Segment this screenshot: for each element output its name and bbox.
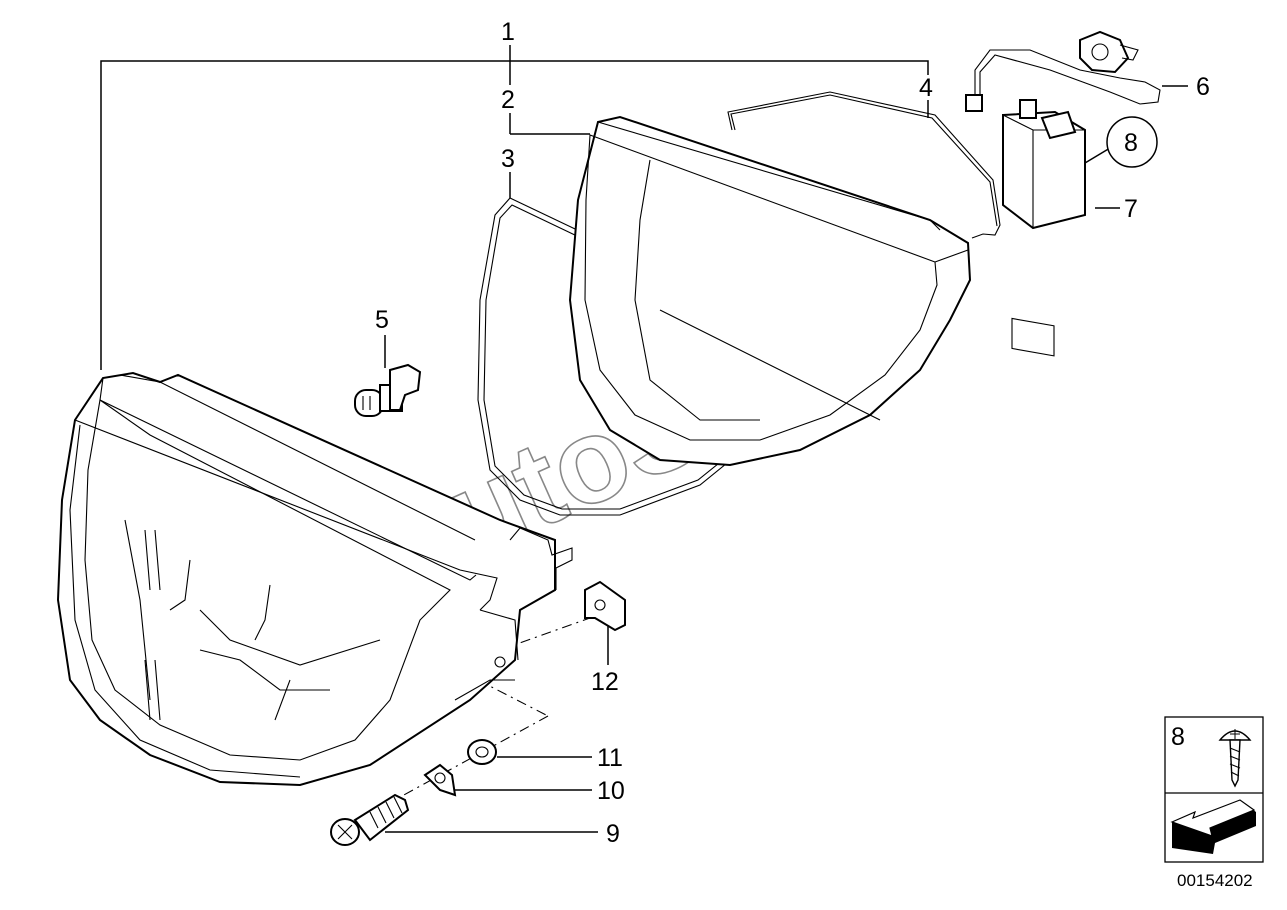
leader-lines [100,45,1188,833]
legend-box: 8 [1164,716,1264,863]
callout-labels: 1 2 3 4 5 6 7 8 9 10 11 12 [375,18,1210,848]
legend-number: 8 [1171,723,1185,751]
callout-6: 6 [1196,73,1210,101]
callout-11: 11 [597,744,623,772]
direction-arrow-icon [1170,799,1256,854]
callout-9: 9 [606,820,620,848]
callout-2: 2 [501,86,515,114]
headlight-housing [56,371,573,787]
axis-11 [477,679,549,717]
trim-strip [727,91,1001,239]
reference-number: 00154202 [1177,871,1253,890]
callout-7: 7 [1124,195,1138,223]
callout-4: 4 [919,74,933,102]
clip [584,580,626,632]
cable-holder [423,763,457,797]
callout-8-circle [1106,116,1158,168]
lens [568,115,972,467]
leader-8 [1084,147,1111,164]
callout-12: 12 [591,668,619,696]
callout-8: 8 [1124,129,1138,157]
leader-1-bracket [100,60,929,370]
callout-5: 5 [375,306,389,334]
callout-10: 10 [597,777,625,805]
bulb-socket-cable [965,30,1161,112]
callout-3: 3 [501,145,515,173]
bulb [354,363,422,417]
control-unit [1002,99,1086,357]
callout-1: 1 [501,18,515,46]
screw [330,793,410,846]
washer [467,739,497,765]
screw-detail-icon [1218,729,1252,788]
